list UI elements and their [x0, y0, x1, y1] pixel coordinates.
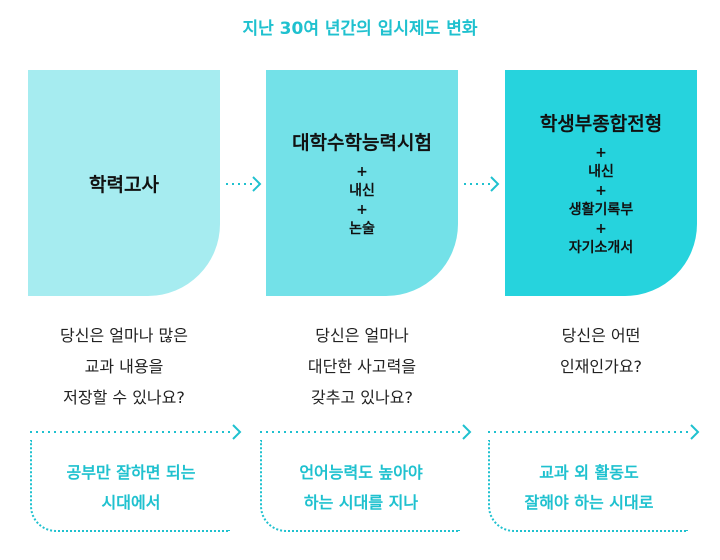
diagram-title: 지난 30여 년간의 입시제도 변화: [242, 19, 478, 39]
stage-item: 내신: [588, 163, 614, 180]
stage-item: +: [595, 220, 607, 237]
stage-name: 학력고사: [89, 173, 159, 196]
era-text: 공부만 잘하면 되는 시대에서: [32, 458, 230, 518]
era-text: 언어능력도 높아야 하는 시대를 지나: [262, 458, 460, 518]
stage-item: 논술: [349, 220, 375, 237]
question-line: 교과 내용을: [84, 357, 164, 376]
question-line: 당신은 얼마나 많은: [60, 326, 188, 345]
era-line: 교과 외 활동도: [539, 463, 639, 482]
era-arrow-icon: [260, 424, 472, 440]
era-box-3: 교과 외 활동도 잘해야 하는 시대로: [488, 440, 688, 532]
era-line: 언어능력도 높아야: [299, 463, 423, 482]
era-line: 잘해야 하는 시대로: [524, 493, 654, 512]
stage-name: 대학수학능력시험: [292, 131, 432, 154]
question-line: 갖추고 있나요?: [311, 388, 413, 407]
era-text: 교과 외 활동도 잘해야 하는 시대로: [490, 458, 688, 518]
question-line: 인재인가요?: [559, 357, 643, 376]
stage-item: +: [595, 182, 607, 199]
era-line: 시대에서: [101, 493, 161, 512]
stage-item: +: [356, 163, 368, 180]
stage-name: 학생부종합전형: [539, 112, 663, 135]
era-arrow-icon: [30, 424, 242, 440]
question-line: 저장할 수 있나요?: [63, 388, 185, 407]
dotted-arrow-icon: [464, 176, 500, 192]
stage-item: +: [595, 144, 607, 161]
era-box-1: 공부만 잘하면 되는 시대에서: [30, 440, 230, 532]
stage-box-2: 대학수학능력시험 + 내신 + 논술: [266, 70, 458, 296]
stage-item: 자기소개서: [568, 239, 634, 256]
stage-question-3: 당신은 어떤 인재인가요?: [505, 320, 697, 382]
era-line: 공부만 잘하면 되는: [66, 463, 196, 482]
stage-item: 내신: [349, 182, 375, 199]
era-box-2: 언어능력도 높아야 하는 시대를 지나: [260, 440, 460, 532]
stage-box-3: 학생부종합전형 + 내신 + 생활기록부 + 자기소개서: [505, 70, 697, 296]
question-line: 당신은 어떤: [561, 326, 641, 345]
question-line: 당신은 얼마나: [315, 326, 409, 345]
stage-question-1: 당신은 얼마나 많은 교과 내용을 저장할 수 있나요?: [28, 320, 220, 413]
stage-box-1: 학력고사: [28, 70, 220, 296]
question-line: 대단한 사고력을: [307, 357, 417, 376]
stage-item: 생활기록부: [568, 201, 634, 218]
era-arrow-icon: [488, 424, 700, 440]
era-line: 하는 시대를 지나: [303, 493, 419, 512]
stage-question-2: 당신은 얼마나 대단한 사고력을 갖추고 있나요?: [266, 320, 458, 413]
stage-item: +: [356, 201, 368, 218]
dotted-arrow-icon: [226, 176, 262, 192]
